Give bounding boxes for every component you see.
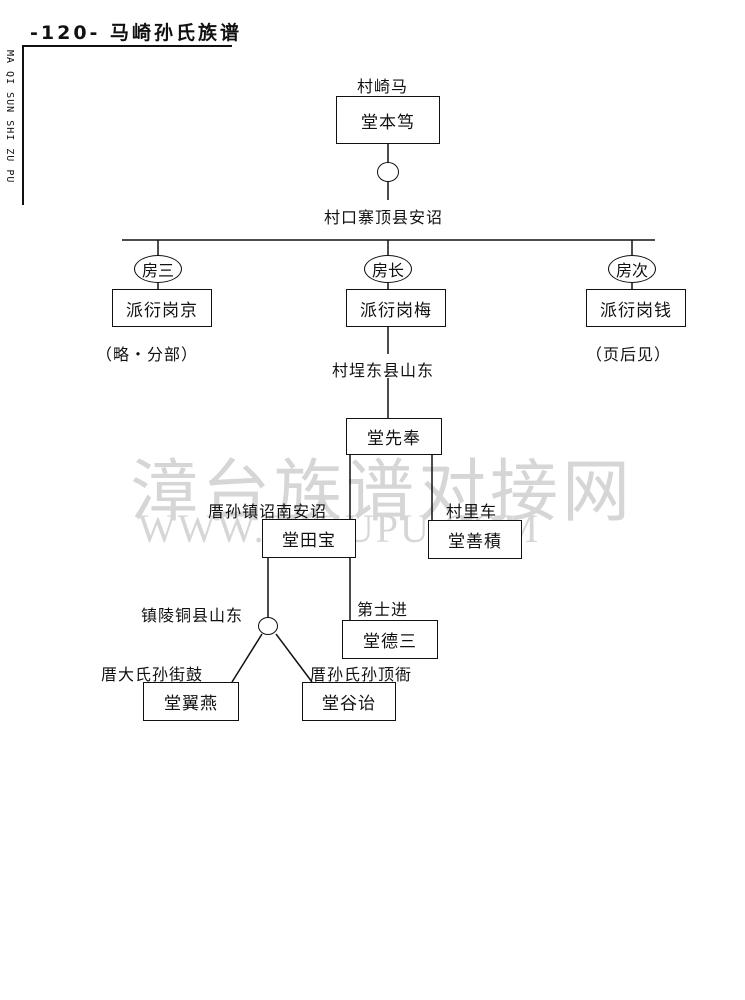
right-leaf-place-label: 厝孙氏孙顶衙	[310, 665, 413, 684]
right-sub-place-label: 村里车	[446, 502, 498, 521]
branch-box-jinggang-text: 派衍岗京	[126, 300, 198, 321]
root-hall-box: 堂本笃	[336, 96, 440, 144]
desan-hall-text: 堂德三	[363, 632, 417, 652]
center-place-label: 村埕东县山东	[332, 361, 435, 380]
branch-box-qiangang-text: 派衍岗钱	[600, 300, 672, 321]
yiyan-hall-box: 堂翼燕	[143, 682, 239, 721]
branch-note-left: （略・分部）	[96, 345, 199, 364]
line-dot-to-guyi	[275, 633, 313, 683]
branch-oval-second: 房次	[608, 255, 656, 283]
fengxian-hall-text: 堂先奉	[367, 429, 421, 449]
side-romanized-title: MA QI SUN SHI ZU PU	[4, 50, 15, 184]
branch-oval-third-text: 房三	[141, 261, 174, 280]
line-dot-to-yiyan	[231, 633, 263, 683]
branch-oval-third: 房三	[134, 255, 182, 283]
tiantian-hall-box: 堂田宝	[262, 519, 356, 558]
tiantian-hall-text: 堂田宝	[282, 531, 336, 551]
branch-box-meigang-text: 派衍岗梅	[360, 300, 432, 321]
tongling-place-label: 镇陵铜县山东	[141, 606, 244, 625]
branch-box-qiangang: 派衍岗钱	[586, 289, 686, 327]
guyi-hall-box: 堂谷诒	[302, 682, 396, 721]
branch-oval-eldest: 房长	[364, 255, 412, 283]
branch-box-meigang: 派衍岗梅	[346, 289, 446, 327]
branch-box-jinggang: 派衍岗京	[112, 289, 212, 327]
shanji-hall-text: 堂善積	[448, 532, 502, 552]
top-village-label: 村崎马	[357, 77, 409, 96]
yiyan-hall-text: 堂翼燕	[164, 694, 218, 714]
tiantian-junction-dot	[258, 617, 278, 635]
shanji-hall-box: 堂善積	[428, 520, 522, 559]
village-origin-label: 村口寨顶县安诏	[324, 208, 444, 227]
left-sub-place-label: 厝孙镇诏南安诏	[208, 502, 328, 521]
desan-hall-box: 堂德三	[342, 620, 438, 659]
root-junction-dot	[377, 162, 399, 182]
root-hall-text: 堂本笃	[361, 112, 415, 133]
page-header-title: -120- 马崎孙氏族谱	[30, 22, 243, 44]
branch-oval-eldest-text: 房长	[371, 261, 404, 280]
guyi-hall-text: 堂谷诒	[322, 694, 376, 714]
branch-oval-second-text: 房次	[615, 261, 648, 280]
left-leaf-place-label: 厝大氏孙街鼓	[101, 665, 204, 684]
watermark-chinese: 漳台族谱对接网	[130, 453, 635, 532]
side-rule	[22, 45, 24, 205]
fengxian-hall-box: 堂先奉	[346, 418, 442, 455]
jinshi-label: 第士进	[357, 600, 409, 619]
header-rule	[22, 45, 232, 47]
branch-note-right: （页后见）	[586, 345, 672, 364]
